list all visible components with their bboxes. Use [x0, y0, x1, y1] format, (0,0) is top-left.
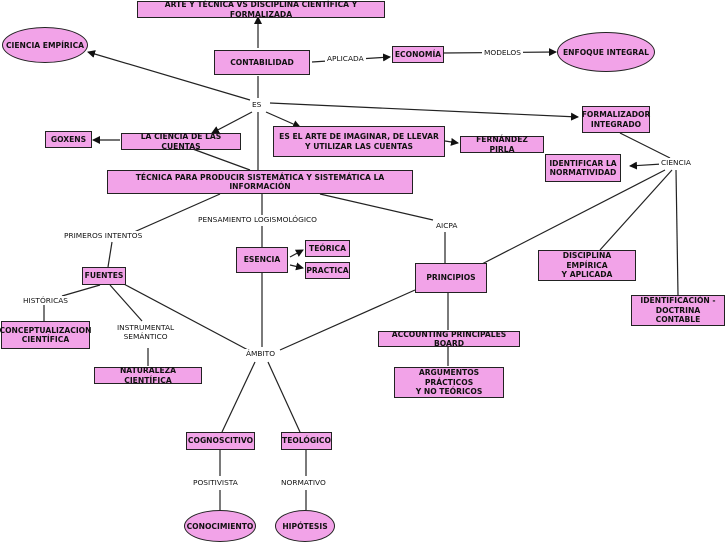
label-positivista: POSITIVISTA [191, 478, 240, 488]
label-aplicada: APLICADA [325, 54, 366, 64]
label-es: ES [250, 100, 264, 110]
node-cognoscitivo: COGNOSCITIVO [186, 432, 255, 450]
node-teologico: TEOLÓGICO [281, 432, 332, 450]
node-goxens: GOXENS [45, 131, 92, 148]
node-identificar-normatividad: IDENTIFICAR LA NORMATIVIDAD [545, 154, 621, 182]
label-primeros-intentos: PRIMEROS INTENTOS [62, 231, 145, 241]
label-normativo: NORMATIVO [279, 478, 328, 488]
node-naturaleza: NATURALEZA CIENTÍFICA [94, 366, 202, 385]
node-arte-imaginar: ES EL ARTE DE IMAGINAR, DE LLEVAR Y UTIL… [273, 126, 445, 157]
node-practica: PRACTICA [305, 262, 350, 279]
label-pensamiento: PENSAMIENTO LOGISMOLÓGICO [196, 215, 319, 225]
node-formalizador: FORMALIZADOR INTEGRADO [582, 106, 650, 133]
label-modelos: MODELOS [482, 48, 523, 58]
label-ciencia: CIENCIA [659, 158, 693, 168]
node-enfoque-integral: ENFOQUE INTEGRAL [557, 32, 655, 72]
node-ciencia-cuentas: LA CIENCIA DE LAS CUENTAS [121, 132, 241, 151]
node-ciencia-empirica: CIENCIA EMPÍRICA [2, 27, 88, 63]
node-teorica: TEÓRICA [305, 240, 350, 257]
node-esencia: ESENCIA [236, 247, 288, 273]
node-identificacion-doctrina: IDENTIFICACIÓN - DOCTRINA CONTABLE [631, 295, 725, 326]
node-argumentos: ARGUMENTOS PRÁCTICOS Y NO TEÓRICOS [394, 367, 504, 398]
node-hipotesis: HIPÓTESIS [275, 510, 335, 542]
node-title: ARTE Y TÉCNICA VS DISCIPLINA CIENTÍFICA … [137, 0, 385, 19]
label-aicpa: AICPA [434, 221, 460, 231]
node-fuentes: FUENTES [82, 267, 126, 285]
label-instrumental: INSTRUMENTAL SEMÁNTICO [115, 323, 177, 342]
node-conceptualizacion: CONCEPTUALIZACION CIENTÍFICA [0, 321, 91, 349]
label-ambito: ÁMBITO [244, 349, 278, 359]
node-disciplina-empirica: DISCIPLINA EMPÍRICA Y APLICADA [538, 250, 636, 281]
label-historicas: HISTÓRICAS [21, 296, 70, 306]
node-conocimiento: CONOCIMIENTO [184, 510, 256, 542]
node-contabilidad: CONTABILIDAD [214, 50, 310, 75]
node-economia: ECONOMÍA [392, 46, 444, 63]
node-accounting: ACCOUNTING PRINCIPALES BOARD [378, 330, 520, 348]
node-fernandez-pirla: FERNÁNDEZ PIRLA [460, 135, 544, 154]
node-tecnica: TÉCNICA PARA PRODUCIR SISTEMÁTICA Y SIST… [107, 170, 413, 194]
node-principios: PRINCIPIOS [415, 263, 487, 293]
